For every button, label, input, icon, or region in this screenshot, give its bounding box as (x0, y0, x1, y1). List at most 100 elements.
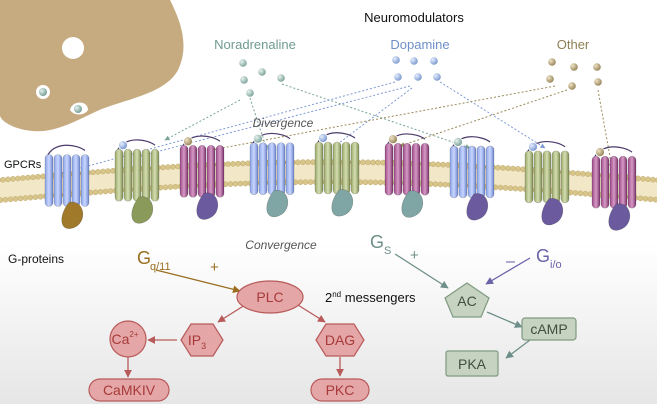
receptor-helix (458, 145, 468, 199)
g-protein (466, 193, 489, 221)
ip3-main: IP (188, 332, 201, 348)
lipid-head (15, 175, 21, 182)
ca-sup: 2+ (129, 330, 138, 339)
divergence-arrow (124, 85, 411, 162)
lipid-head (105, 168, 111, 174)
receptor-helix (80, 154, 90, 207)
ligand-ball (239, 75, 249, 85)
arrow-ac-camp (486, 311, 523, 328)
receptor-helix (600, 155, 610, 209)
lipid-head (507, 185, 514, 192)
ligand-ball (391, 55, 401, 65)
lipid-head (12, 196, 19, 202)
ip3-sub: 3 (201, 341, 206, 351)
node-pkc: PKC (310, 378, 370, 402)
lipid-head (515, 166, 521, 172)
lipid-head (497, 184, 504, 191)
lipid-head (572, 190, 579, 196)
receptor-helix (332, 141, 342, 195)
receptor-helix (449, 145, 459, 199)
receptor-helix (618, 155, 628, 209)
svg-text:Ca2+: Ca2+ (111, 330, 138, 347)
g-protein (196, 192, 219, 220)
receptor-helix (551, 150, 561, 204)
lipid-head (30, 174, 36, 180)
lipid-head (32, 194, 39, 200)
gs-sub: S (384, 245, 391, 257)
2nd-sup: nd (332, 290, 341, 299)
lipid-head (297, 179, 304, 185)
lipid-head (302, 179, 309, 185)
ligand-ball (545, 74, 555, 84)
lipid-head (305, 159, 311, 165)
ligand-ball (238, 58, 248, 68)
plus-gq: + (210, 259, 219, 276)
lipid-head (367, 179, 374, 186)
gpcr-receptor (249, 132, 295, 218)
receptor-helix (420, 142, 430, 196)
node-calcium: Ca2+ (109, 320, 147, 358)
receptor-loop (46, 144, 86, 157)
pkc-label: PKC (326, 382, 355, 398)
label-gio: G i/o (536, 246, 562, 271)
lipid-head (377, 179, 384, 186)
receptor-helix (62, 154, 72, 207)
receptor-helix (533, 150, 543, 204)
lipid-head (642, 195, 649, 202)
node-pka: PKA (445, 350, 499, 377)
receptor-helix (524, 150, 534, 204)
receptor-helix (44, 154, 54, 207)
label-dopamine: Dopamine (390, 37, 449, 52)
svg-text:IP3: IP3 (188, 332, 206, 351)
receptor-helix (141, 148, 151, 202)
receptor-helix (476, 145, 486, 199)
label-gs: G S (370, 232, 391, 257)
divergence-arrow (281, 83, 471, 149)
plus-gs: + (410, 247, 419, 264)
dag-label: DAG (325, 332, 355, 348)
lipid-head (300, 159, 306, 165)
minus-gi: – (506, 253, 515, 270)
camkiv-label: CaMKIV (103, 382, 156, 398)
label-other: Other (557, 37, 590, 52)
receptor-helix (350, 141, 360, 195)
receptor-helix (341, 141, 351, 195)
lipid-head (227, 181, 234, 187)
gpcr-receptor (449, 136, 495, 221)
receptor-helix (150, 148, 160, 202)
lipid-head (580, 170, 586, 177)
divergence-arrow (439, 81, 546, 149)
gq-main: G (137, 248, 151, 268)
lipid-head (35, 173, 41, 180)
lipid-head (162, 184, 169, 191)
receptor-helix (323, 141, 333, 195)
ligand-ball (276, 73, 286, 83)
bound-ligand (595, 147, 605, 158)
gpcr-receptor (44, 144, 90, 229)
receptor-helix (384, 142, 394, 196)
g-protein (608, 203, 631, 231)
receptor-helix (215, 144, 225, 198)
lipid-head (517, 186, 524, 192)
gq-sub: q/11 (150, 261, 171, 273)
gi-sub: i/o (550, 259, 562, 271)
receptor-helix (53, 154, 63, 207)
ac-label: AC (457, 293, 476, 309)
label-divergence: Divergence (253, 116, 314, 130)
lipid-head (17, 195, 24, 202)
lipid-head (165, 164, 171, 170)
lipid-head (242, 180, 249, 187)
g-protein (131, 196, 154, 224)
lipid-head (37, 193, 44, 200)
ligand-ball (547, 57, 557, 67)
gpcr-receptor (524, 140, 570, 226)
lipid-head (372, 179, 379, 186)
receptor-helix (591, 155, 601, 209)
ligand-ball (409, 56, 419, 66)
lipid-head (435, 161, 441, 168)
g-protein (266, 190, 289, 218)
lipid-head (585, 171, 591, 177)
receptor-helix (467, 145, 477, 199)
ca-main: Ca (111, 331, 129, 347)
